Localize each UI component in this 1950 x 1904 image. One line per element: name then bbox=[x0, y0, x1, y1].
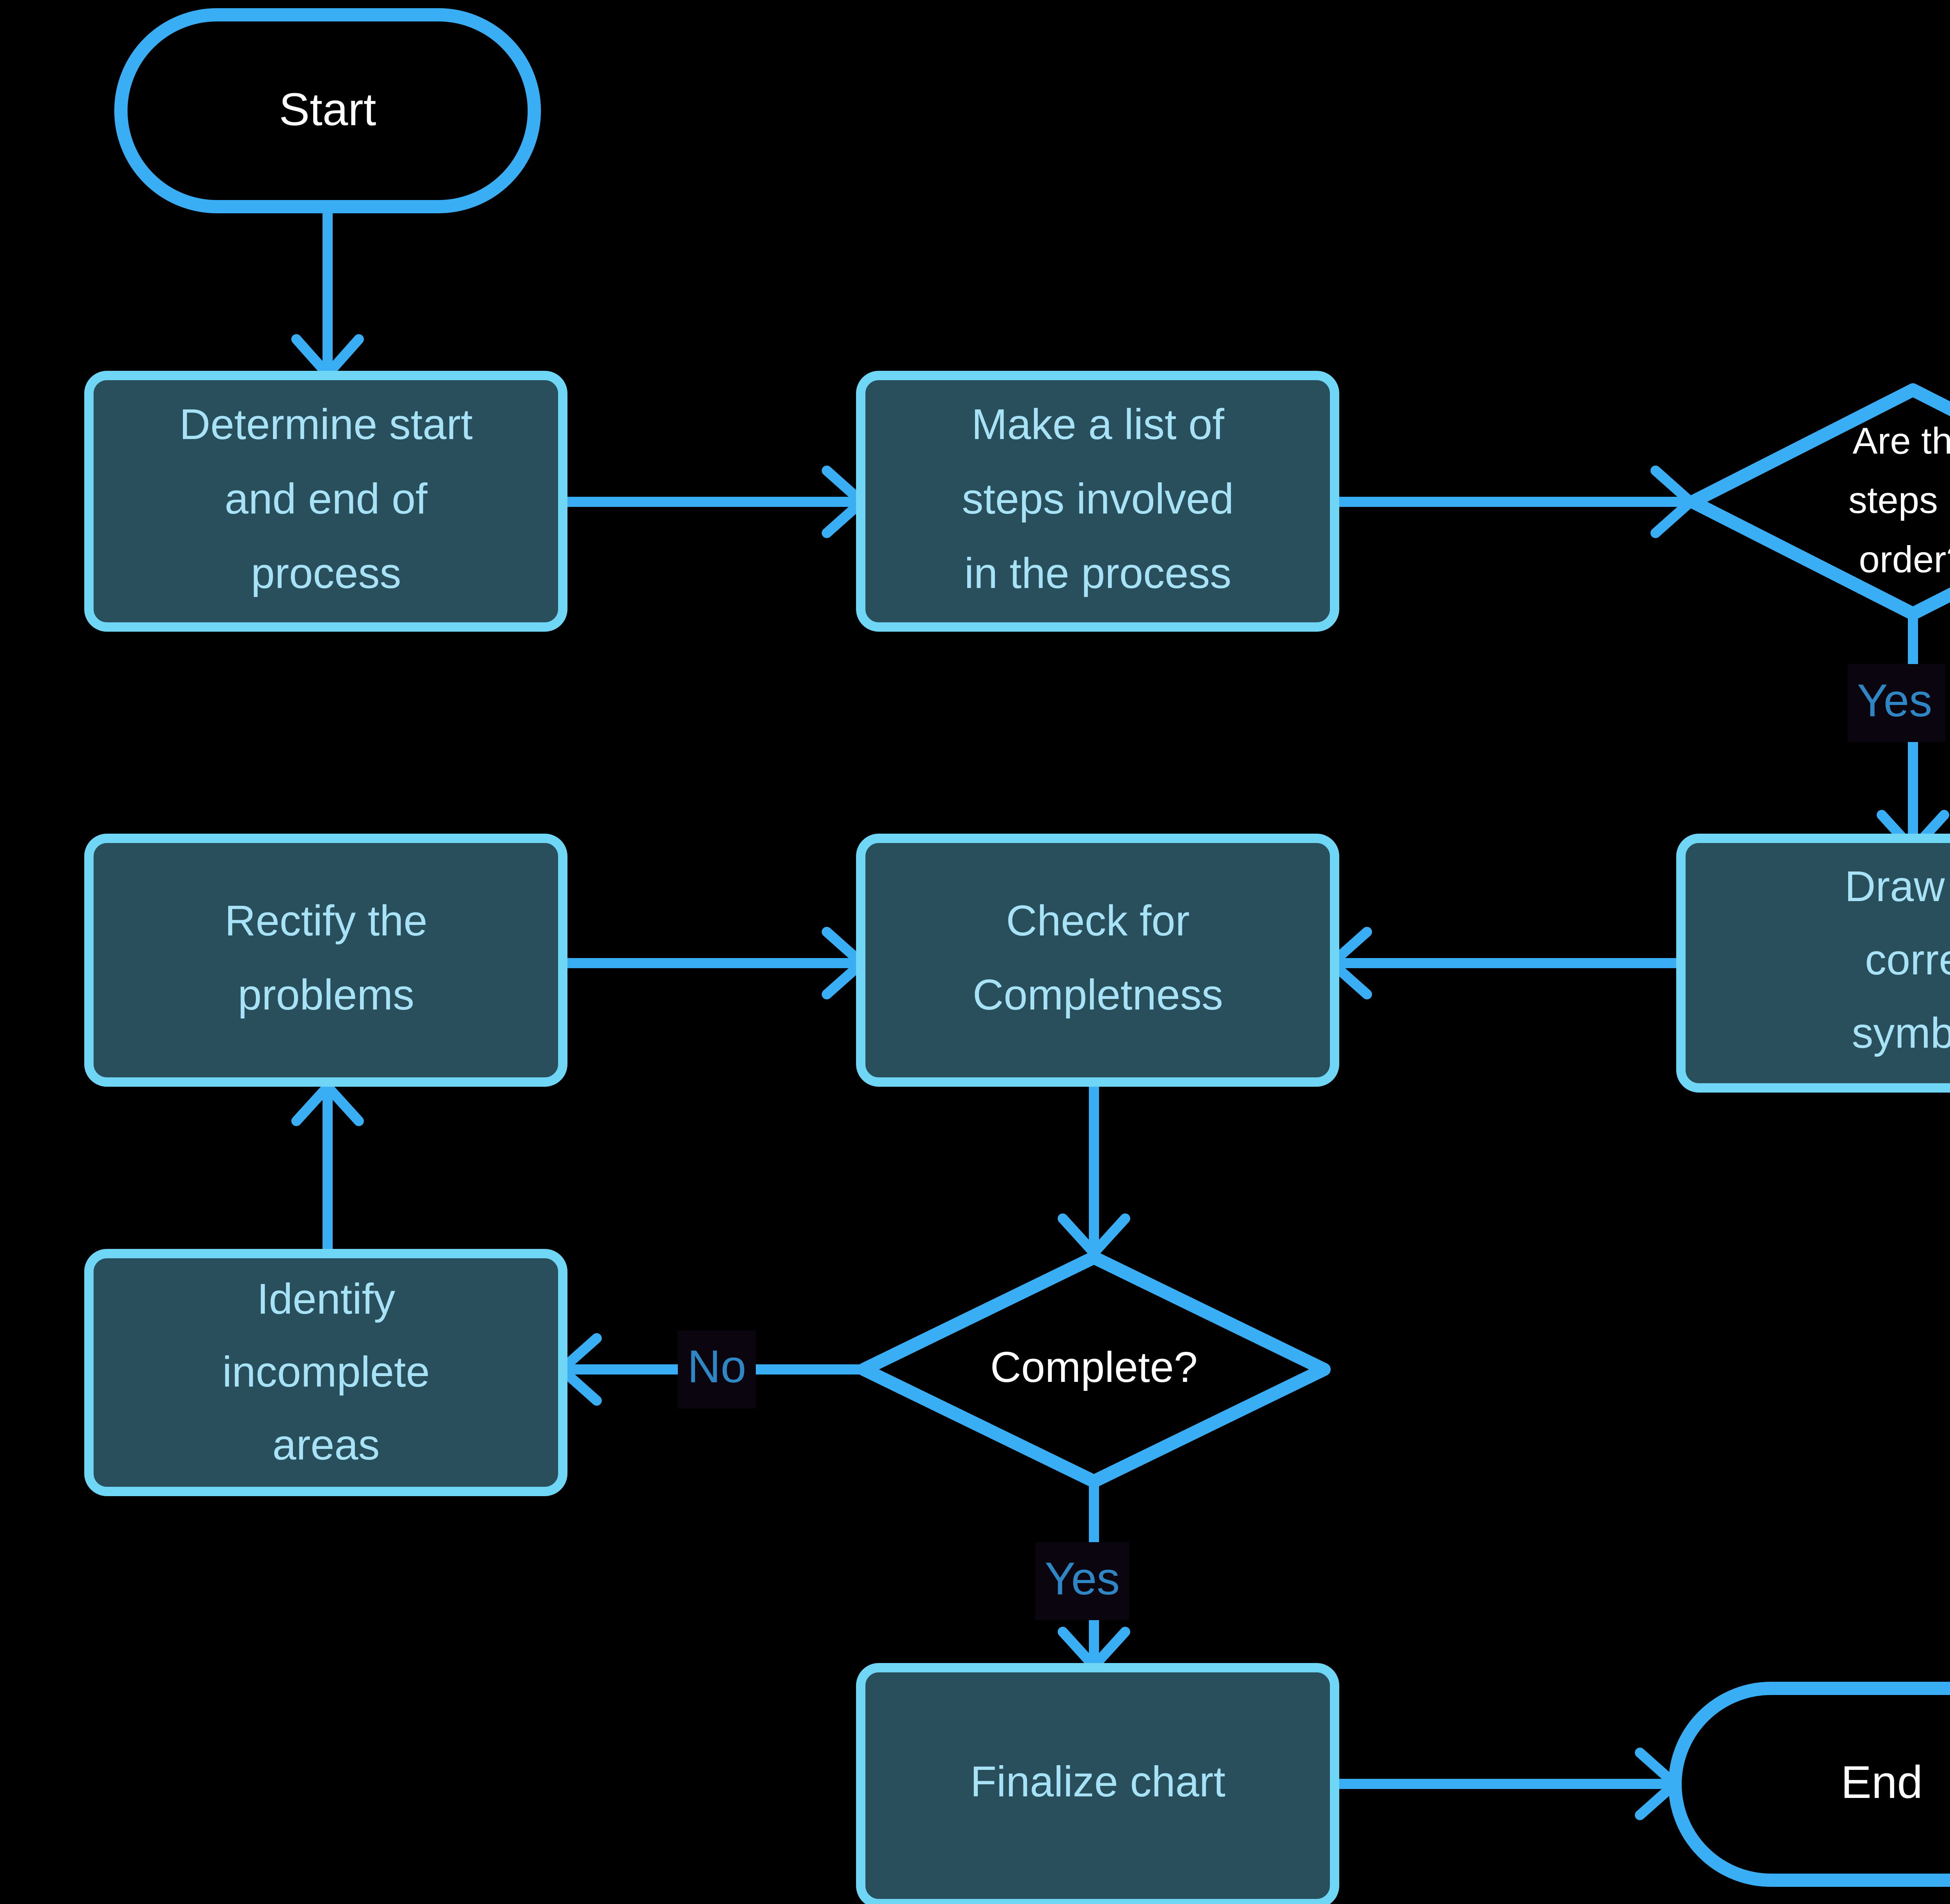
rectify-line-2: problems bbox=[238, 971, 414, 1019]
node-identify-incomplete-areas[interactable]: Identify incomplete areas bbox=[84, 1249, 567, 1496]
node-check-completeness[interactable]: Check for Completness bbox=[856, 834, 1339, 1087]
node-complete-decision[interactable]: Complete? bbox=[857, 1251, 1331, 1488]
makelist-box-shape bbox=[856, 371, 1339, 632]
complete-diamond-shape bbox=[857, 1251, 1331, 1488]
rectify-box-shape bbox=[84, 834, 567, 1087]
edge-label-yes-complete-bg bbox=[1035, 1542, 1129, 1620]
finalize-box-shape bbox=[856, 1663, 1339, 1904]
start-terminator-shape bbox=[114, 8, 541, 213]
identify-line-1: Identify bbox=[257, 1275, 395, 1323]
complete-label: Complete? bbox=[990, 1343, 1198, 1391]
checkcomp-line-1: Check for bbox=[1006, 897, 1190, 945]
finalize-label: Finalize chart bbox=[970, 1758, 1225, 1806]
identify-box-shape bbox=[84, 1249, 567, 1496]
checkcomp-box-shape bbox=[856, 834, 1339, 1087]
node-make-list[interactable]: Make a list of steps involved in the pro… bbox=[856, 371, 1339, 632]
node-finalize-chart[interactable]: Finalize chart bbox=[856, 1663, 1339, 1904]
drawsym-box-shape bbox=[1676, 834, 1950, 1093]
inorder-line-2: steps in bbox=[1849, 479, 1950, 521]
edge-label-no-complete: No bbox=[678, 1330, 756, 1408]
rectify-line-1: Rectify the bbox=[225, 897, 427, 945]
identify-line-3: areas bbox=[272, 1421, 379, 1469]
end-terminator-shape bbox=[1668, 1682, 1950, 1887]
start-label: Start bbox=[279, 84, 376, 135]
makelist-line-1: Make a list of bbox=[971, 400, 1224, 448]
edge-label-yes-order: Yes bbox=[1848, 664, 1945, 742]
node-start[interactable]: Start bbox=[114, 8, 541, 213]
node-rectify-problems[interactable]: Rectify the problems bbox=[84, 834, 567, 1087]
makelist-line-3: in the process bbox=[964, 549, 1232, 597]
drawsym-line-1: Draw the bbox=[1845, 863, 1950, 910]
node-are-steps-in-order[interactable]: Are the steps in order? bbox=[1686, 383, 1950, 620]
edge-label-no-complete-bg bbox=[678, 1330, 756, 1408]
determine-line-2: and end of bbox=[225, 475, 427, 523]
edge-label-yes-order-bg bbox=[1848, 664, 1945, 742]
identify-line-2: incomplete bbox=[222, 1348, 430, 1396]
makelist-line-2: steps involved bbox=[962, 475, 1234, 523]
determine-box-shape bbox=[84, 371, 567, 632]
node-end[interactable]: End bbox=[1668, 1682, 1950, 1887]
drawsym-line-2: correct bbox=[1865, 936, 1950, 984]
drawsym-line-3: symbols bbox=[1852, 1009, 1950, 1057]
inorder-line-3: order? bbox=[1859, 538, 1950, 580]
inorder-line-1: Are the bbox=[1852, 420, 1950, 462]
node-determine-start-end[interactable]: Determine start and end of process bbox=[84, 371, 567, 632]
determine-line-3: process bbox=[251, 549, 401, 597]
checkcomp-line-2: Completness bbox=[973, 971, 1223, 1019]
inorder-diamond-shape bbox=[1686, 383, 1950, 620]
edge-label-yes-order-text: Yes bbox=[1857, 675, 1932, 726]
node-draw-correct-symbols[interactable]: Draw the correct symbols bbox=[1676, 834, 1950, 1093]
edge-label-no-complete-text: No bbox=[688, 1341, 746, 1392]
edge-label-yes-complete-text: Yes bbox=[1045, 1553, 1120, 1605]
determine-line-1: Determine start bbox=[179, 400, 473, 448]
edge-label-yes-complete: Yes bbox=[1035, 1542, 1129, 1620]
end-label: End bbox=[1841, 1757, 1923, 1808]
